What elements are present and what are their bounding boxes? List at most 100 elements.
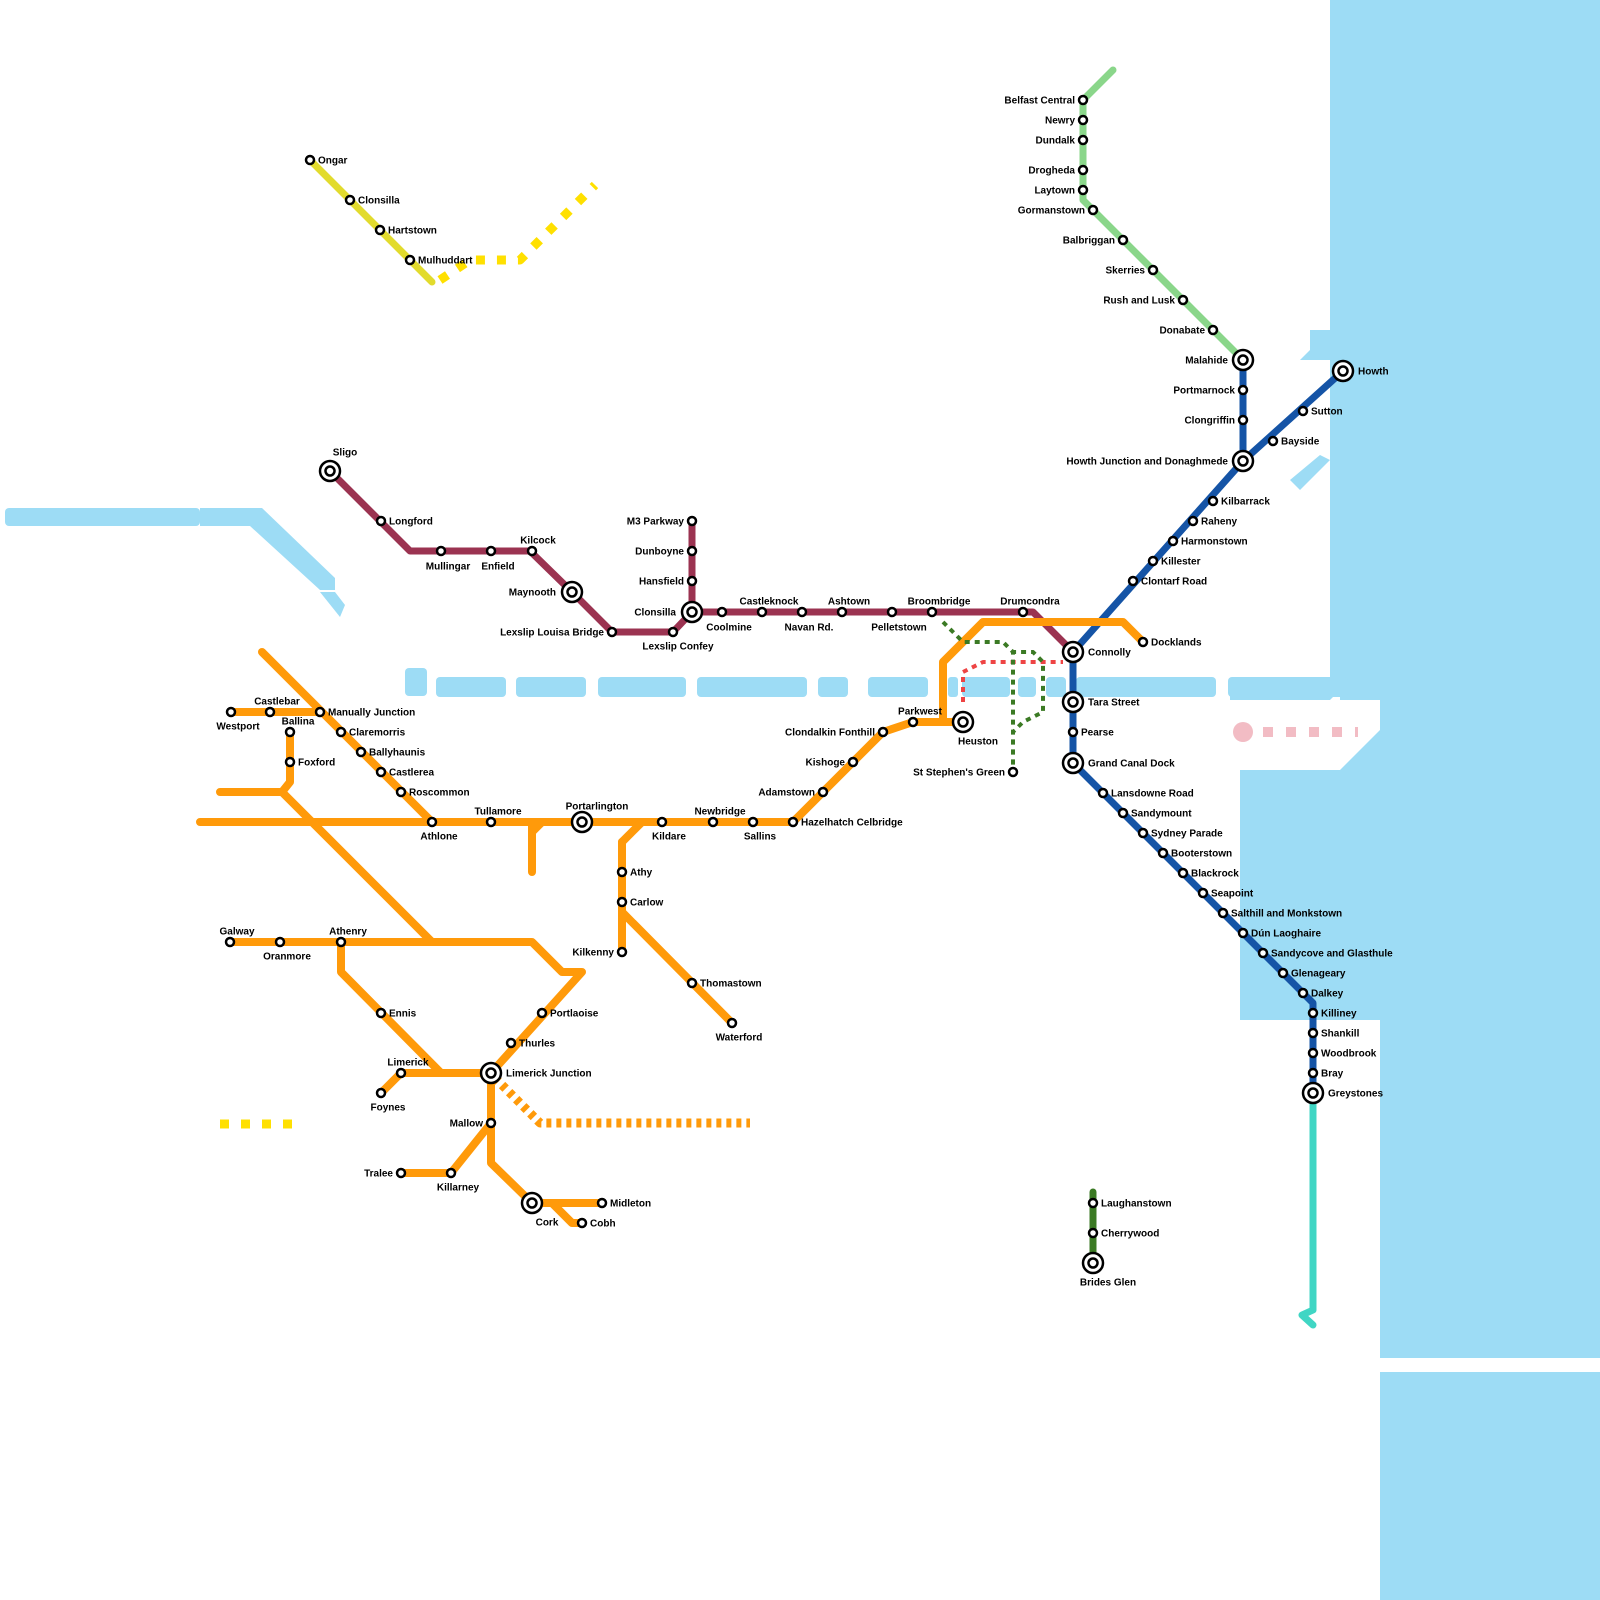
- station-laughanstown-marker[interactable]: [1087, 1197, 1099, 1209]
- station-portlaoise-marker[interactable]: [536, 1007, 548, 1019]
- station-balbriggan-marker[interactable]: [1117, 234, 1129, 246]
- station-thurles-marker[interactable]: [505, 1037, 517, 1049]
- station-harmonstown-marker[interactable]: [1167, 535, 1179, 547]
- station-belfast-marker[interactable]: [1077, 94, 1089, 106]
- station-athy-marker[interactable]: [616, 866, 628, 878]
- station-donabate-marker[interactable]: [1207, 324, 1219, 336]
- station-hazelhatch-marker[interactable]: [787, 816, 799, 828]
- station-mullingar-marker[interactable]: [435, 545, 447, 557]
- station-m3-parkway-marker[interactable]: [686, 515, 698, 527]
- station-sydney-marker[interactable]: [1137, 827, 1149, 839]
- station-ennis-marker[interactable]: [375, 1007, 387, 1019]
- station-docklands-marker[interactable]: [1137, 636, 1149, 648]
- station-woodbrook-marker[interactable]: [1307, 1047, 1319, 1059]
- station-bray-marker[interactable]: [1307, 1067, 1319, 1079]
- station-kilkenny-marker[interactable]: [616, 946, 628, 958]
- station-killarney-marker[interactable]: [445, 1167, 457, 1179]
- station-claremorris-marker[interactable]: [335, 726, 347, 738]
- station-midleton-marker[interactable]: [596, 1197, 608, 1209]
- station-bayside-marker[interactable]: [1267, 435, 1279, 447]
- station-newbridge-marker[interactable]: [707, 816, 719, 828]
- station-drumcondra-marker[interactable]: [1017, 606, 1029, 618]
- station-leixlip-confey-marker[interactable]: [667, 626, 679, 638]
- station-oranmore-marker[interactable]: [274, 936, 286, 948]
- station-mallow-marker[interactable]: [485, 1117, 497, 1129]
- station-ballyhaunis-marker[interactable]: [355, 746, 367, 758]
- station-pelletstown-marker[interactable]: [886, 606, 898, 618]
- station-raheny-marker[interactable]: [1187, 515, 1199, 527]
- station-castleknock-marker[interactable]: [756, 606, 768, 618]
- station-manulla-marker[interactable]: [314, 706, 326, 718]
- station-newry-marker[interactable]: [1077, 114, 1089, 126]
- station-cobh-marker[interactable]: [576, 1217, 588, 1229]
- station-rush-lusk-marker[interactable]: [1177, 294, 1189, 306]
- station-glenageary-marker[interactable]: [1277, 967, 1289, 979]
- line-teal: [1298, 1089, 1317, 1329]
- station-mulhuddart-marker[interactable]: [404, 254, 416, 266]
- station-clonsilla-y-marker[interactable]: [344, 194, 356, 206]
- station-adamstown-marker[interactable]: [817, 786, 829, 798]
- station-skerries-marker[interactable]: [1147, 264, 1159, 276]
- station-kilbarrack-marker[interactable]: [1207, 495, 1219, 507]
- station-ashtown-marker[interactable]: [836, 606, 848, 618]
- station-drumcondra-label: Drumcondra: [1000, 597, 1060, 608]
- station-drogheda-marker[interactable]: [1077, 164, 1089, 176]
- station-balbriggan-label: Balbriggan: [1063, 236, 1115, 247]
- station-tralee-marker[interactable]: [395, 1167, 407, 1179]
- station-portmarnock-marker[interactable]: [1237, 384, 1249, 396]
- station-hartstown-marker[interactable]: [374, 224, 386, 236]
- station-killester-marker[interactable]: [1147, 555, 1159, 567]
- station-sallins-marker[interactable]: [747, 816, 759, 828]
- station-navan-rd-marker[interactable]: [796, 606, 808, 618]
- station-galway-marker[interactable]: [224, 936, 236, 948]
- station-laytown-marker[interactable]: [1077, 184, 1089, 196]
- station-enfield-marker[interactable]: [485, 545, 497, 557]
- station-dunboyne-marker[interactable]: [686, 545, 698, 557]
- station-kilcock-marker[interactable]: [526, 545, 538, 557]
- station-castlebar-marker[interactable]: [264, 706, 276, 718]
- station-cobh-label: Cobh: [590, 1219, 616, 1230]
- station-carlow-marker[interactable]: [616, 896, 628, 908]
- station-athlone-marker[interactable]: [426, 816, 438, 828]
- station-hansfield-marker[interactable]: [686, 575, 698, 587]
- station-thomastown-marker[interactable]: [686, 977, 698, 989]
- station-pearse-marker[interactable]: [1067, 726, 1079, 738]
- station-ballina-marker[interactable]: [284, 726, 296, 738]
- station-dun-laoghaire-marker[interactable]: [1237, 927, 1249, 939]
- station-dundalk-marker[interactable]: [1077, 134, 1089, 146]
- station-leixlip-louisa-marker[interactable]: [606, 626, 618, 638]
- station-parkwest-marker[interactable]: [907, 716, 919, 728]
- station-sandymount-marker[interactable]: [1117, 807, 1129, 819]
- station-lansdowne-marker[interactable]: [1097, 787, 1109, 799]
- station-roscommon-marker[interactable]: [395, 786, 407, 798]
- station-sutton-marker[interactable]: [1297, 405, 1309, 417]
- station-shankill-marker[interactable]: [1307, 1027, 1319, 1039]
- station-foynes-marker[interactable]: [375, 1087, 387, 1099]
- station-kildare-marker[interactable]: [656, 816, 668, 828]
- station-waterford-marker[interactable]: [726, 1017, 738, 1029]
- station-clondalkin-marker[interactable]: [877, 726, 889, 738]
- station-athenry-marker[interactable]: [335, 936, 347, 948]
- station-tullamore-marker[interactable]: [485, 816, 497, 828]
- station-westport-marker[interactable]: [225, 706, 237, 718]
- station-cherrywood-marker[interactable]: [1087, 1227, 1099, 1239]
- station-booterstown-marker[interactable]: [1157, 847, 1169, 859]
- station-kishoge-marker[interactable]: [847, 756, 859, 768]
- station-limerick-marker[interactable]: [395, 1067, 407, 1079]
- station-dalkey-marker[interactable]: [1297, 987, 1309, 999]
- station-gormanstown-marker[interactable]: [1087, 204, 1099, 216]
- station-longford-marker[interactable]: [375, 515, 387, 527]
- station-killiney-marker[interactable]: [1307, 1007, 1319, 1019]
- station-clontarf-marker[interactable]: [1127, 575, 1139, 587]
- station-st-stephens-marker[interactable]: [1007, 766, 1019, 778]
- station-coolmine-marker[interactable]: [716, 606, 728, 618]
- station-clongriffin-marker[interactable]: [1237, 414, 1249, 426]
- station-sandycove-marker[interactable]: [1257, 947, 1269, 959]
- station-seapoint-marker[interactable]: [1197, 887, 1209, 899]
- station-broombridge-marker[interactable]: [926, 606, 938, 618]
- station-castlerea-marker[interactable]: [375, 766, 387, 778]
- station-salthill-marker[interactable]: [1217, 907, 1229, 919]
- station-ongar-marker[interactable]: [304, 154, 316, 166]
- station-foxford-marker[interactable]: [284, 756, 296, 768]
- station-blackrock-marker[interactable]: [1177, 867, 1189, 879]
